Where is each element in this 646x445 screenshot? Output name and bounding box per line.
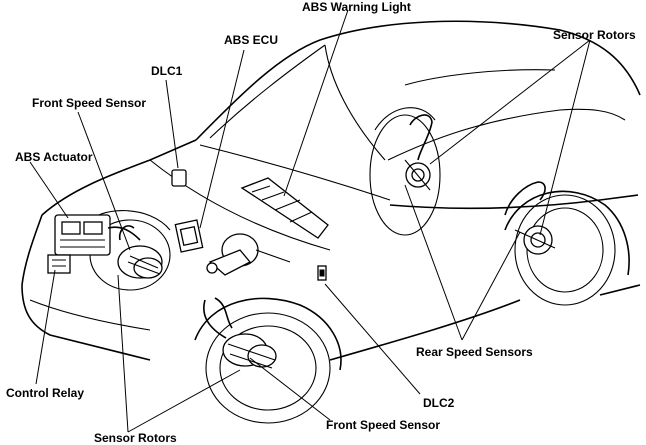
dlc2-part: [317, 265, 327, 281]
instrument-cluster-part: [240, 177, 329, 239]
label-sensor-rotors-top: Sensor Rotors: [553, 28, 636, 42]
car-body: [21, 20, 641, 424]
control-relay-part: [47, 254, 71, 274]
label-abs-ecu: ABS ECU: [224, 33, 279, 47]
label-front-speed-sensor-bottom: Front Speed Sensor: [326, 418, 441, 432]
dlc1-part: [171, 169, 187, 187]
rear-left-sensor-part: [504, 181, 556, 255]
leader-lines: [29, 9, 591, 433]
label-dlc2: DLC2: [423, 396, 455, 410]
rear-right-sensor-part: [404, 114, 433, 191]
label-control-relay: Control Relay: [6, 386, 85, 400]
abs-ecu-part: [174, 219, 204, 253]
label-abs-warning-light: ABS Warning Light: [302, 0, 411, 14]
label-sensor-rotors-bottom: Sensor Rotors: [94, 431, 177, 445]
front-speed-sensor-part: [117, 225, 163, 279]
booster-part: [206, 233, 291, 276]
label-front-speed-sensor-top: Front Speed Sensor: [32, 96, 147, 110]
label-rear-speed-sensors: Rear Speed Sensors: [416, 345, 533, 359]
abs-actuator-part: [54, 214, 141, 256]
front-speed-sensor-bottom-part: [203, 297, 277, 369]
label-dlc1: DLC1: [151, 64, 183, 78]
label-abs-actuator: ABS Actuator: [15, 150, 93, 164]
